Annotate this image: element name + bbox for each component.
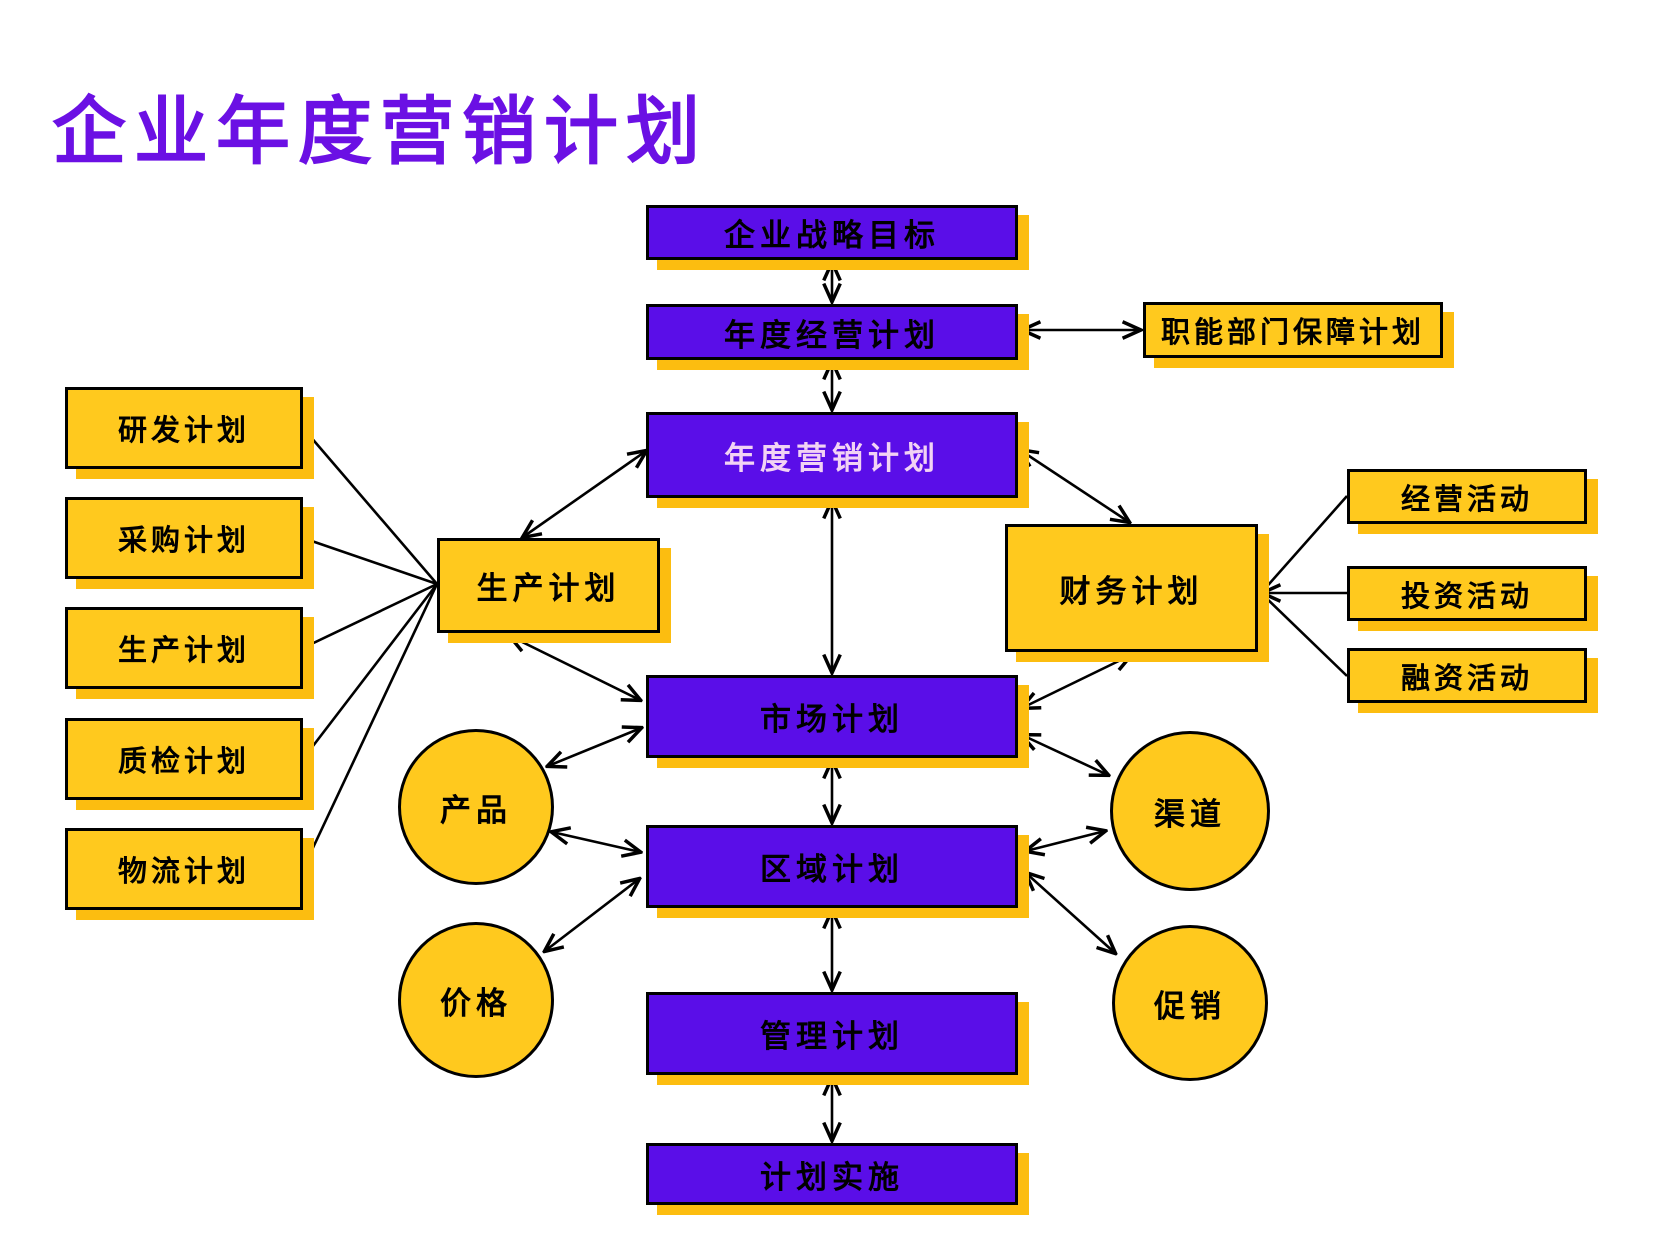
node-production-plan-hub: 生产计划	[437, 538, 660, 633]
line-logistics-production	[301, 583, 439, 870]
node-annual-marketing-plan: 年度营销计划	[646, 412, 1018, 498]
arrow-market-channel	[1022, 735, 1108, 775]
right-column-connectors	[1261, 495, 1348, 677]
node-channel-circle: 渠道	[1110, 731, 1270, 891]
center-column-arrows	[832, 263, 1140, 1140]
node-region-plan: 区域计划	[646, 825, 1018, 908]
arrow-marketing-finance	[1020, 450, 1129, 522]
arrow-region-channel	[1026, 831, 1105, 851]
left-column-connectors	[301, 427, 439, 870]
node-purchase-plan: 采购计划	[65, 497, 303, 579]
circle-arrows	[545, 728, 1115, 953]
node-financing-activity: 融资活动	[1347, 648, 1587, 703]
arrow-finance-market	[1022, 655, 1131, 708]
line-operating-finance	[1261, 495, 1348, 593]
arrow-price-region	[545, 879, 639, 951]
node-investment-activity: 投资活动	[1347, 566, 1587, 621]
node-annual-business-plan: 年度经营计划	[646, 304, 1018, 360]
line-rd-production	[302, 427, 438, 585]
arrow-product-region	[552, 832, 640, 852]
arrow-marketing-production	[523, 451, 646, 537]
node-logistics-plan: 物流计划	[65, 828, 303, 910]
line-qc-production	[301, 583, 439, 760]
node-operating-activity: 经营活动	[1347, 469, 1587, 524]
node-rd-plan: 研发计划	[65, 387, 303, 469]
arrow-region-promotion	[1026, 873, 1115, 953]
line-production-production	[302, 582, 438, 650]
node-production-plan: 生产计划	[65, 607, 303, 689]
page-title: 企业年度营销计划	[52, 89, 708, 175]
node-management-plan: 管理计划	[646, 992, 1018, 1075]
node-product-circle: 产品	[398, 729, 554, 885]
node-strategic-goal: 企业战略目标	[646, 205, 1018, 260]
node-price-circle: 价格	[398, 922, 554, 1078]
hub-arrows	[510, 450, 1131, 708]
node-market-plan: 市场计划	[646, 675, 1018, 758]
node-finance-plan: 财务计划	[1005, 524, 1258, 652]
line-purchase-production	[302, 536, 438, 586]
arrow-production-market	[510, 636, 640, 700]
line-financing-finance	[1261, 593, 1348, 677]
node-promotion-circle: 促销	[1112, 925, 1268, 1081]
arrow-product-market	[548, 728, 641, 766]
node-functional-dept-support-plan: 职能部门保障计划	[1143, 302, 1443, 358]
node-qc-plan: 质检计划	[65, 718, 303, 800]
node-plan-implementation: 计划实施	[646, 1143, 1018, 1205]
